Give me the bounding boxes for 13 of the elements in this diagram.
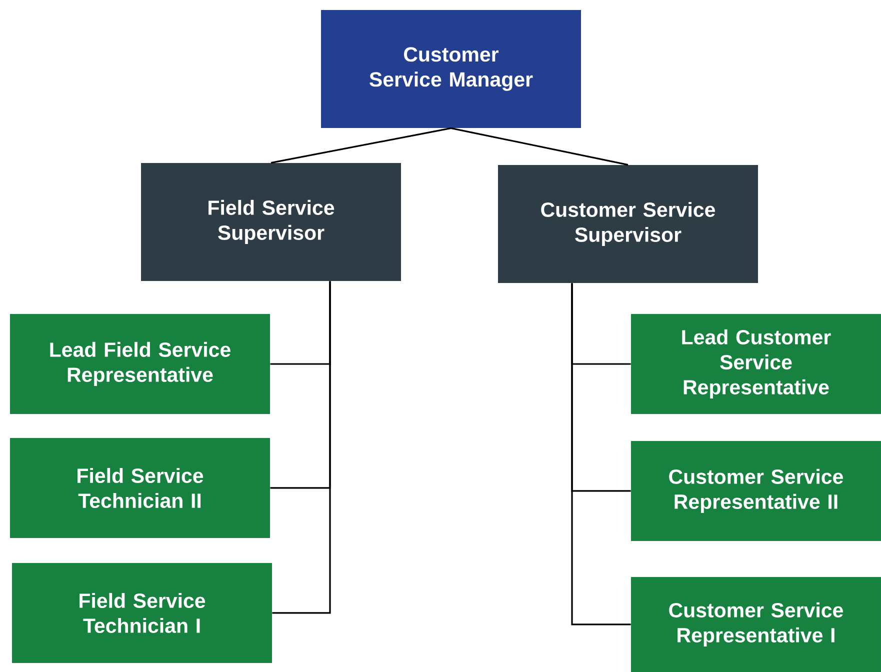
supervisor-box: Field Service Supervisor <box>141 163 401 281</box>
staff-box: Lead Customer Service Representative <box>631 314 881 414</box>
staff-box: Field Service Technician II <box>10 438 270 538</box>
connector-line <box>571 283 631 626</box>
manager-box: Customer Service Manager <box>321 10 581 128</box>
connector-line <box>450 127 628 166</box>
connector-line <box>272 281 331 614</box>
supervisor-box: Customer Service Supervisor <box>498 165 758 283</box>
connector-line <box>270 127 452 164</box>
staff-box: Field Service Technician I <box>12 562 272 663</box>
staff-box: Customer Service Representative I <box>631 576 881 672</box>
staff-box: Customer Service Representative II <box>631 441 881 541</box>
staff-box: Lead Field Service Representative <box>10 314 270 414</box>
